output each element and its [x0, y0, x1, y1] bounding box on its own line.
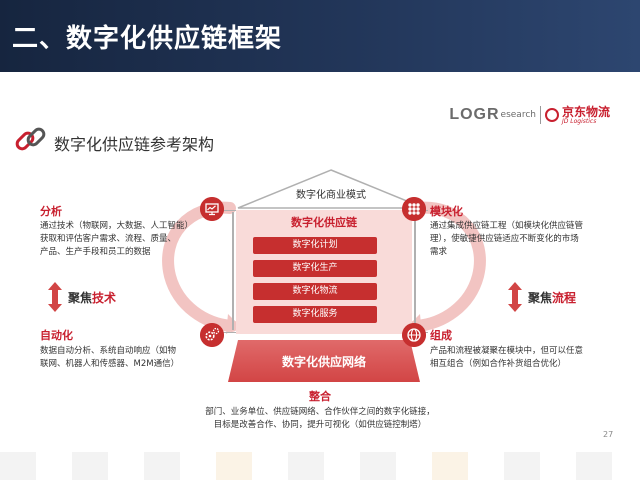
focus-keyword: 技术: [92, 291, 117, 305]
analysis-text-line: 获取和评估客户需求、流程、质量、: [40, 234, 177, 244]
focus-prefix: 聚焦: [528, 291, 553, 305]
analysis-text: 通过技术（物联网，大数据、人工智能） 获取和评估客户需求、流程、质量、 产品、生…: [40, 220, 193, 259]
core-item-logistics: 数字化物流: [253, 283, 377, 300]
page-number: 27: [603, 430, 614, 439]
integrate-text-line: 部门、业务单位、供应链网络、合作伙伴之间的数字化链接，: [205, 407, 435, 417]
left-cycle-arrow: [162, 201, 240, 334]
roof-label: 数字化商业模式: [296, 190, 366, 201]
base-label: 数字化供应网络: [281, 355, 366, 369]
automation-text: 数据自动分析、系统自动响应（如物 联网、机器人和传感器、M2M通信）: [40, 345, 179, 371]
gears-icon: [200, 323, 224, 347]
double-arrow-left-icon: [48, 282, 62, 312]
modular-text-line: 理），使敏捷供应链适应不断变化的市场: [430, 234, 579, 244]
house-roof: [237, 169, 425, 209]
analysis-text-line: 产品、生产手段和员工的数据: [40, 247, 151, 257]
pillar-left: [232, 212, 234, 330]
focus-keyword: 流程: [552, 291, 577, 305]
automation-title: 自动化: [40, 329, 73, 342]
focus-process-label: 聚焦流程: [528, 289, 576, 306]
integrate-title: 整合: [309, 390, 331, 403]
focus-prefix: 聚焦: [68, 291, 93, 305]
house-base: [228, 340, 420, 382]
logo-divider: [539, 106, 541, 124]
modular-text-line: 通过集成供应链工程（如模块化供应链管: [430, 221, 584, 231]
focus-technology-label: 聚焦技术: [68, 289, 116, 306]
automation-text-line: 数据自动分析、系统自动响应（如物: [40, 346, 177, 356]
jd-logo-subtext: JD Logistics: [561, 117, 597, 125]
link-icon: [15, 127, 46, 151]
integrate-text-line: 目标是改善合作、协同，提升可视化（如供应链控制塔）: [213, 420, 427, 430]
monitor-chart-icon: [200, 197, 224, 221]
page-title: 二、数字化供应链框架: [12, 24, 283, 54]
pillar-right: [414, 212, 416, 330]
automation-text-line: 联网、机器人和传感器、M2M通信）: [40, 359, 180, 369]
core-item-service: 数字化服务: [253, 306, 377, 323]
jd-logo-text: 京东物流: [561, 104, 610, 119]
logr-logo: LOGR: [449, 106, 500, 123]
core-title: 数字化供应链: [291, 216, 357, 229]
connector-line-top-left: [222, 210, 242, 211]
section-subtitle: 数字化供应链参考架构: [54, 135, 215, 154]
partner-logos: LOGR esearch 京东物流 JD Logistics: [449, 104, 610, 126]
logr-research-text: esearch: [500, 110, 536, 120]
modular-text: 通过集成供应链工程（如模块化供应链管 理），使敏捷供应链适应不断变化的市场 需求: [430, 220, 583, 259]
integrate-text: 部门、业务单位、供应链网络、合作伙伴之间的数字化链接， 目标是改善合作、协同，提…: [140, 406, 500, 432]
analysis-title: 分析: [40, 205, 62, 218]
compose-title: 组成: [430, 329, 452, 342]
analysis-text-line: 通过技术（物联网，大数据、人工智能）: [40, 221, 194, 231]
modular-title: 模块化: [430, 205, 463, 218]
decorative-bottom-strip: [0, 452, 640, 480]
core-item-plan: 数字化计划: [253, 237, 377, 254]
globe-network-icon: [402, 323, 426, 347]
jd-logo-icon: [544, 108, 559, 122]
core-item-production: 数字化生产: [253, 260, 377, 277]
jd-logo: 京东物流 JD Logistics: [562, 106, 610, 125]
compose-text: 产品和流程被凝聚在模块中，但可以任意 相互组合（例如合作补货组合优化）: [430, 345, 583, 371]
compose-text-line: 产品和流程被凝聚在模块中，但可以任意: [430, 346, 584, 356]
header-bar: 二、数字化供应链框架: [0, 0, 640, 72]
modular-text-line: 需求: [430, 247, 448, 257]
modules-grid-icon: [402, 197, 426, 221]
connector-line-bottom-left: [222, 332, 242, 333]
double-arrow-right-icon: [508, 282, 522, 312]
compose-text-line: 相互组合（例如合作补货组合优化）: [430, 359, 567, 369]
